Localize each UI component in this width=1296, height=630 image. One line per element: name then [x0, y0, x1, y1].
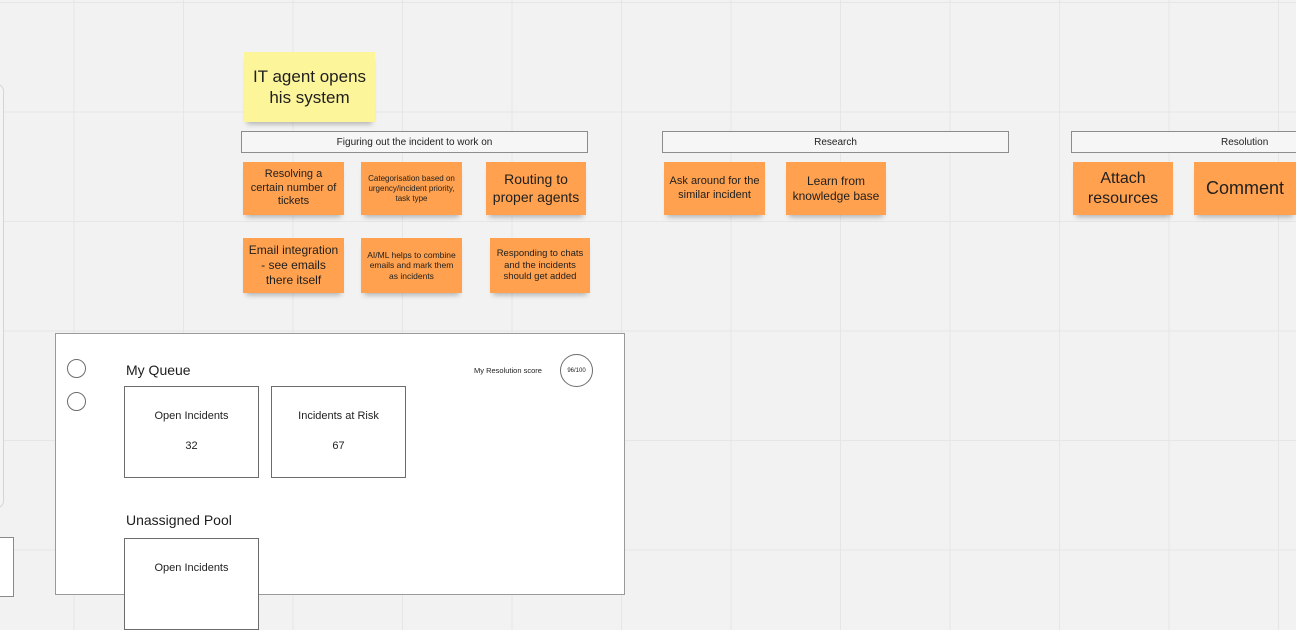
- left-edge-panel: [0, 84, 4, 508]
- sticky-note-ask-around[interactable]: Ask around for the similar incident: [664, 162, 765, 215]
- card-label: Open Incidents: [154, 562, 229, 574]
- sticky-note-text: Responding to chats and the incidents sh…: [496, 247, 584, 283]
- sticky-note-text: AI/ML helps to combine emails and mark t…: [367, 249, 456, 281]
- my-queue-title: My Queue: [126, 362, 191, 378]
- radio-button[interactable]: [67, 359, 86, 378]
- sticky-note-attach-resources[interactable]: Attach resources: [1073, 162, 1173, 215]
- sticky-note-ai-ml[interactable]: AI/ML helps to combine emails and mark t…: [361, 238, 462, 293]
- resolution-score-label: My Resolution score: [474, 366, 542, 375]
- left-edge-box: [0, 537, 14, 597]
- sticky-note-text: Attach resources: [1087, 169, 1159, 207]
- unassigned-pool-title: Unassigned Pool: [126, 512, 232, 528]
- unassigned-open-incidents-card[interactable]: Open Incidents: [124, 538, 259, 630]
- sticky-note-email-integration[interactable]: Email integration - see emails there its…: [243, 238, 344, 293]
- lane-title: Figuring out the incident to work on: [336, 136, 493, 148]
- dashboard-wireframe[interactable]: My Queue My Resolution score 96/100 Open…: [55, 333, 625, 630]
- lane-header-figuring-out[interactable]: Figuring out the incident to work on: [241, 131, 588, 153]
- open-incidents-card[interactable]: Open Incidents 32: [124, 386, 259, 478]
- sticky-note-text: Comment: [1205, 178, 1285, 199]
- sticky-note-text: IT agent opens his system: [252, 66, 367, 107]
- sticky-note-text: Ask around for the similar incident: [669, 174, 760, 201]
- sticky-note-chats[interactable]: Responding to chats and the incidents sh…: [490, 238, 590, 293]
- sticky-note-text: Routing to proper agents: [492, 171, 580, 205]
- lane-title: Resolution: [1221, 136, 1269, 148]
- sticky-note-intro[interactable]: IT agent opens his system: [244, 52, 375, 122]
- sticky-note-comment[interactable]: Comment: [1194, 162, 1296, 215]
- sticky-note-resolving-tickets[interactable]: Resolving a certain number of tickets: [243, 162, 344, 215]
- lane-title: Research: [814, 136, 857, 148]
- resolution-score-badge: 96/100: [560, 354, 593, 387]
- sticky-note-knowledge-base[interactable]: Learn from knowledge base: [786, 162, 886, 215]
- sticky-note-text: Resolving a certain number of tickets: [250, 167, 337, 208]
- sticky-note-text: Categorisation based on urgency/incident…: [368, 173, 455, 203]
- card-label: Open Incidents: [154, 410, 229, 422]
- sticky-note-categorisation[interactable]: Categorisation based on urgency/incident…: [361, 162, 462, 215]
- lane-header-research[interactable]: Research: [662, 131, 1009, 153]
- resolution-score-value: 96/100: [567, 367, 586, 374]
- radio-button[interactable]: [67, 392, 86, 411]
- sticky-note-text: Learn from knowledge base: [792, 173, 880, 203]
- lane-header-resolution[interactable]: Resolution: [1071, 131, 1296, 153]
- card-label: Incidents at Risk: [298, 410, 379, 422]
- card-value: 32: [185, 440, 198, 452]
- incidents-at-risk-card[interactable]: Incidents at Risk 67: [271, 386, 406, 478]
- card-value: 67: [332, 440, 345, 452]
- sticky-note-text: Email integration - see emails there its…: [248, 243, 339, 287]
- sticky-note-routing[interactable]: Routing to proper agents: [486, 162, 586, 215]
